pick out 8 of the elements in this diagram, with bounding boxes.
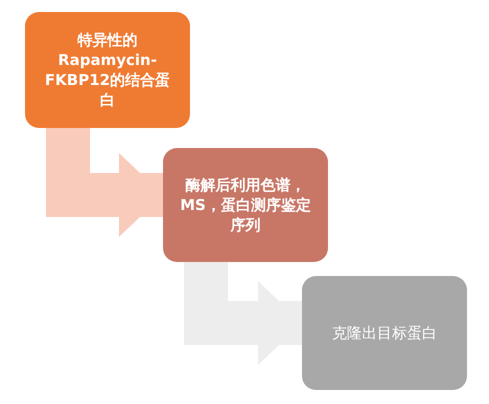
bent-arrow bbox=[46, 128, 163, 237]
process-box bbox=[163, 148, 328, 262]
box-text: 克隆出目标蛋白 bbox=[332, 322, 437, 344]
process-box bbox=[25, 12, 190, 128]
box-text: 特异性的Rapamycin-FKBP12的结合蛋白 bbox=[44, 30, 172, 110]
box-text: 酶解后利用色谱，MS，蛋白测序鉴定序列 bbox=[179, 174, 312, 236]
process-box bbox=[302, 276, 467, 390]
bent-arrow bbox=[184, 262, 302, 365]
